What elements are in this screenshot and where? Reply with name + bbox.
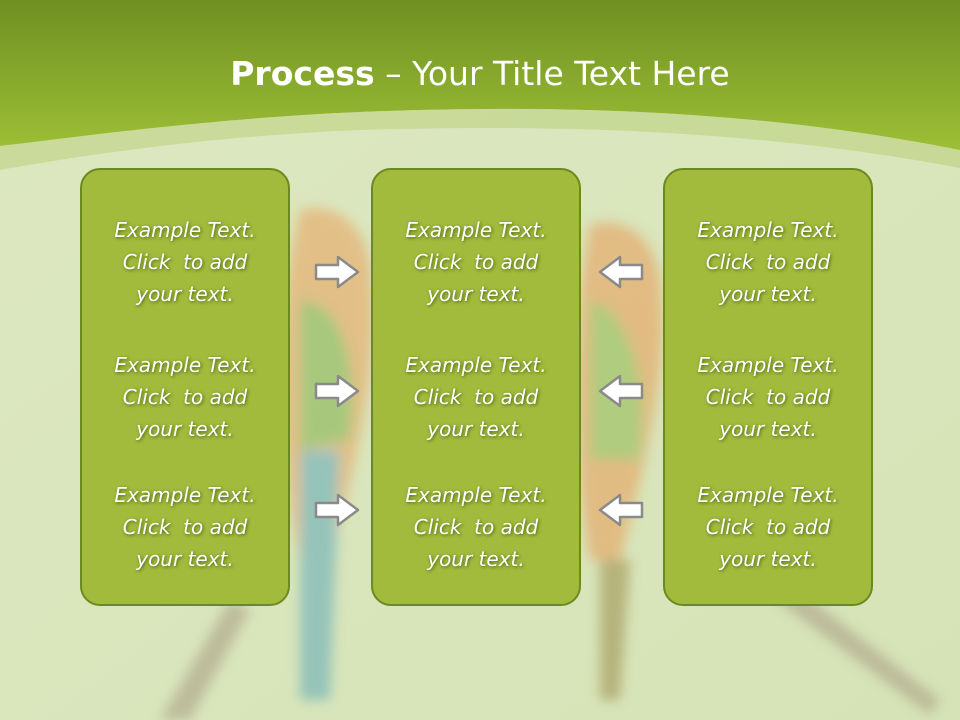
text-line: Example Text.	[697, 353, 839, 377]
title-bold: Process	[230, 54, 375, 93]
text-item[interactable]: Example Text. Click to add your text.	[82, 349, 288, 445]
text-line: Click to add	[122, 515, 248, 539]
text-line: Click to add	[705, 250, 831, 274]
arrow-right-icon	[314, 255, 360, 289]
text-line: Example Text.	[114, 353, 256, 377]
text-item[interactable]: Example Text. Click to add your text.	[373, 349, 579, 445]
text-item[interactable]: Example Text. Click to add your text.	[82, 479, 288, 575]
text-item[interactable]: Example Text. Click to add your text.	[373, 214, 579, 310]
text-line: your text.	[427, 417, 525, 441]
text-line: your text.	[427, 282, 525, 306]
text-line: your text.	[719, 547, 817, 571]
process-box-right[interactable]: Example Text. Click to add your text. Ex…	[663, 168, 873, 606]
text-line: Click to add	[413, 515, 539, 539]
text-line: Click to add	[705, 385, 831, 409]
text-line: your text.	[136, 282, 234, 306]
text-line: Click to add	[413, 385, 539, 409]
text-line: Click to add	[122, 250, 248, 274]
text-item[interactable]: Example Text. Click to add your text.	[665, 214, 871, 310]
process-box-center[interactable]: Example Text. Click to add your text. Ex…	[371, 168, 581, 606]
text-line: your text.	[427, 547, 525, 571]
title-rest: – Your Title Text Here	[374, 54, 730, 93]
text-line: Example Text.	[697, 218, 839, 242]
text-line: Click to add	[413, 250, 539, 274]
text-line: your text.	[136, 417, 234, 441]
text-line: Example Text.	[405, 483, 547, 507]
arrow-right-icon	[314, 374, 360, 408]
text-item[interactable]: Example Text. Click to add your text.	[82, 214, 288, 310]
text-line: Example Text.	[405, 353, 547, 377]
text-line: Example Text.	[697, 483, 839, 507]
process-box-left[interactable]: Example Text. Click to add your text. Ex…	[80, 168, 290, 606]
text-line: your text.	[719, 417, 817, 441]
arrow-left-icon	[598, 493, 644, 527]
arrow-right-icon	[314, 493, 360, 527]
arrow-left-icon	[598, 374, 644, 408]
text-line: Example Text.	[114, 483, 256, 507]
text-line: Click to add	[705, 515, 831, 539]
text-item[interactable]: Example Text. Click to add your text.	[665, 349, 871, 445]
page-title: Process – Your Title Text Here	[0, 52, 960, 96]
text-line: your text.	[719, 282, 817, 306]
text-line: Example Text.	[405, 218, 547, 242]
arrow-left-icon	[598, 255, 644, 289]
text-line: Click to add	[122, 385, 248, 409]
text-line: your text.	[136, 547, 234, 571]
text-item[interactable]: Example Text. Click to add your text.	[373, 479, 579, 575]
text-item[interactable]: Example Text. Click to add your text.	[665, 479, 871, 575]
text-line: Example Text.	[114, 218, 256, 242]
